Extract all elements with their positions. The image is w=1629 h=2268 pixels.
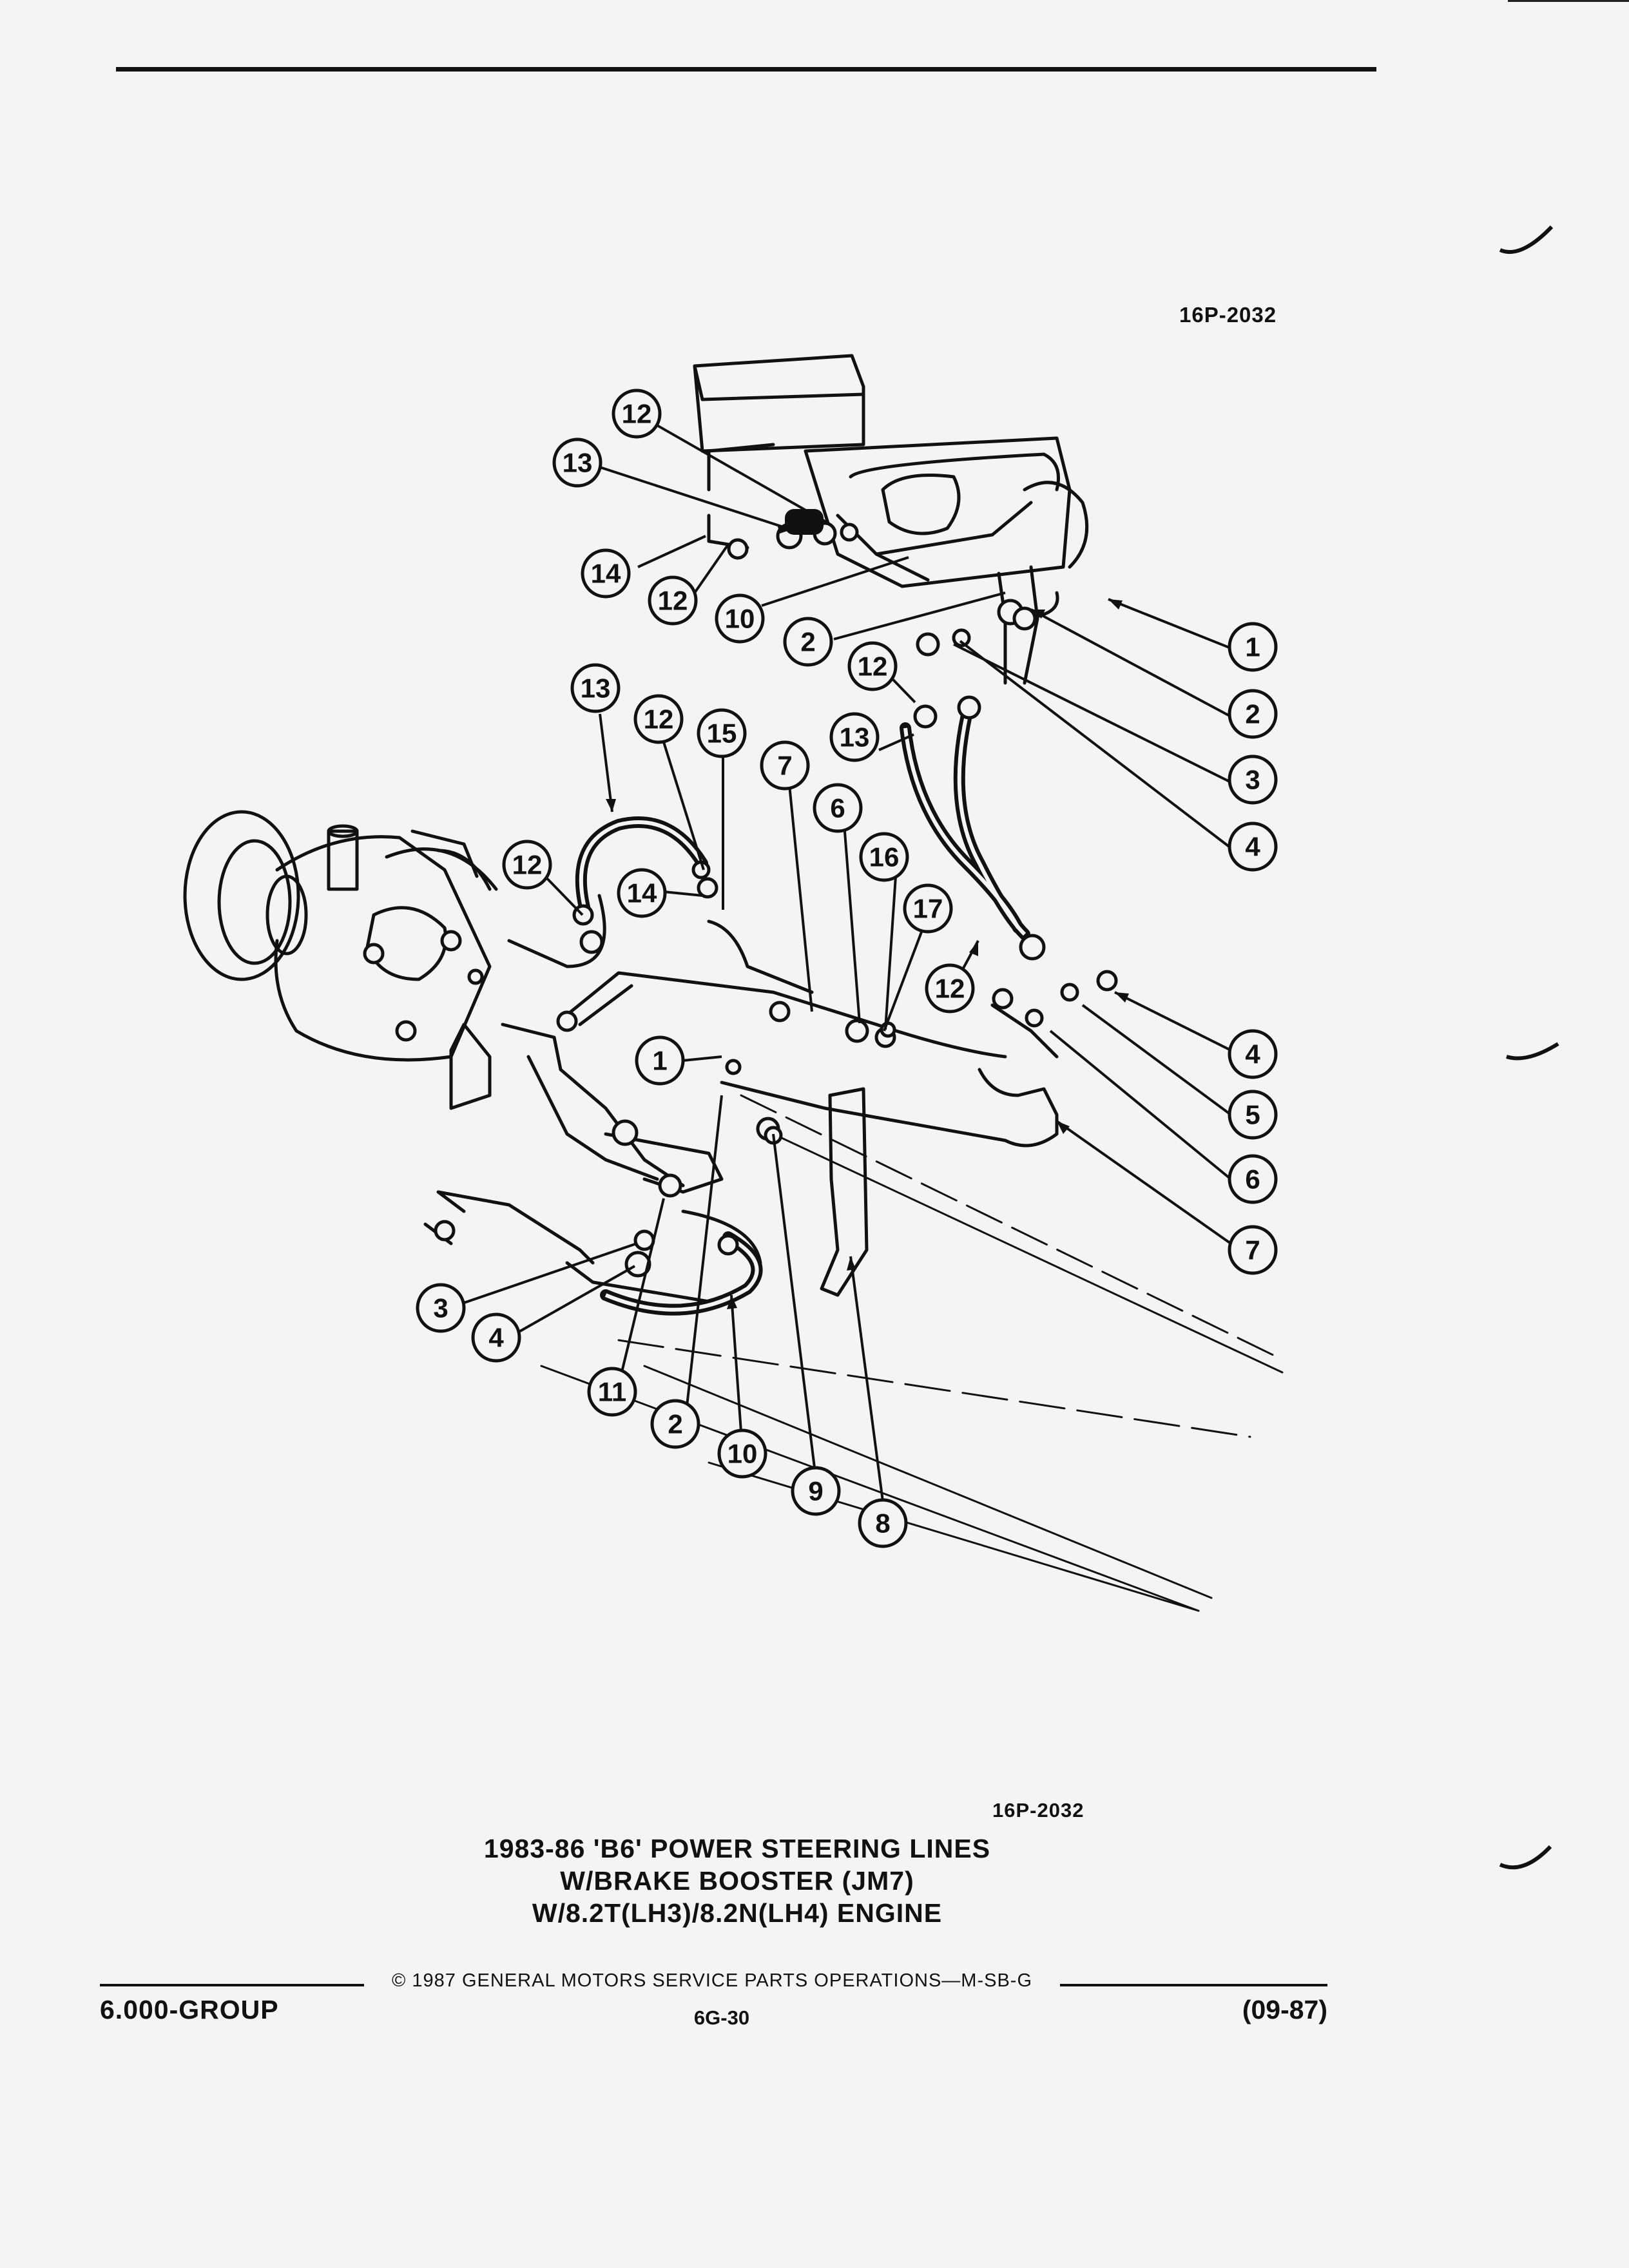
callout-2: 2 [800,627,815,657]
callout-1: 1 [652,1046,667,1076]
leader-lines [463,418,1232,1502]
top-rule [116,67,1376,72]
callout-12: 12 [658,586,688,616]
figure-caption: 1983-86 'B6' POWER STEERING LINES W/BRAK… [335,1832,1139,1929]
callout-3: 3 [433,1293,448,1323]
callout-12: 12 [622,399,652,429]
figure-id-bottom: 16P-2032 [992,1799,1084,1821]
figure-id-top: 16P-2032 [1179,303,1277,327]
copyright-line: © 1987 GENERAL MOTORS SERVICE PARTS OPER… [392,1970,1032,1991]
callout-7: 7 [1245,1235,1260,1265]
callout-4: 4 [1245,832,1260,862]
callout-14: 14 [627,878,657,908]
callout-6: 6 [1245,1164,1260,1195]
binder-mark [1499,1845,1552,1870]
callout-2: 2 [1245,699,1260,729]
frame-rails [540,1094,1284,1612]
callout-1: 1 [1245,632,1260,662]
corner-rule [1508,0,1629,2]
callout-8: 8 [875,1508,890,1539]
callout-4: 4 [488,1323,504,1353]
callout-circles [416,389,1278,1548]
callout-12: 12 [512,850,543,880]
footer-rule [100,1984,364,1986]
callout-10: 10 [725,604,755,634]
leader-arrows [606,513,1129,1309]
master-cylinder-illustration [693,354,1089,588]
callout-2: 2 [668,1409,682,1439]
callout-7: 7 [777,751,792,781]
callout-12: 12 [644,704,674,735]
page-number: 6G-30 [693,2006,750,2029]
caption-line-1: 1983-86 'B6' POWER STEERING LINES [483,1834,991,1863]
return-hose [953,709,1030,940]
callout-15: 15 [707,718,737,749]
pressure-line-routing [436,849,1059,1148]
group-label: 6.000-GROUP [100,1995,279,2024]
callout-labels: 12 13 14 12 10 2 1 2 3 4 12 13 13 12 15 … [433,399,1260,1539]
callout-12: 12 [935,974,965,1004]
fittings [363,521,1118,1278]
caption-line-3: W/8.2T(LH3)/8.2N(LH4) ENGINE [532,1898,943,1928]
callout-6: 6 [830,793,845,823]
callout-9: 9 [808,1476,823,1506]
callout-13: 13 [563,448,593,478]
callout-14: 14 [591,559,621,589]
callout-4: 4 [1245,1039,1260,1070]
caption-line-2: W/BRAKE BOOSTER (JM7) [560,1866,914,1896]
binder-mark [1506,1042,1559,1061]
callout-12: 12 [858,651,888,682]
callout-13: 13 [840,722,870,753]
binder-mark [1499,225,1554,255]
callout-16: 16 [869,842,900,872]
callout-11: 11 [598,1377,626,1407]
date-code: (09-87) [1242,1995,1327,2024]
callout-13: 13 [581,673,611,704]
callout-5: 5 [1245,1100,1260,1130]
callout-17: 17 [913,894,943,924]
footer-rule [1060,1984,1327,1986]
callout-10: 10 [728,1439,758,1469]
callout-3: 3 [1245,765,1260,795]
